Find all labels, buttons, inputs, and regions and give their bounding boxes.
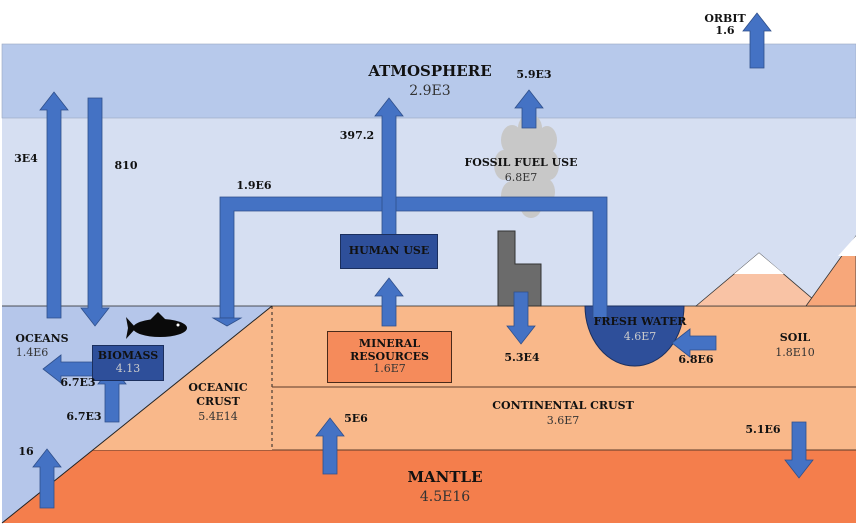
flow-label-crust-to-mantle: 5.1E6 xyxy=(745,423,781,436)
atmosphere-region xyxy=(1,43,856,119)
flow-label-oceans-to-biomass: 6.7E3 xyxy=(66,410,102,423)
fresh-water-to-crust-arrow xyxy=(506,291,536,345)
flow-label-soil-to-freshwater: 6.8E6 xyxy=(678,353,714,366)
biomass-value: 4.13 xyxy=(115,362,141,375)
fresh-water-pond xyxy=(584,305,685,367)
factory-icon xyxy=(497,230,542,307)
mineral-resources-box: MINERAL RESOURCES 1.6E7 xyxy=(327,331,452,383)
atmosphere-to-ocean-arrow xyxy=(80,97,110,327)
continental-crust-label: CONTINENTAL CRUST xyxy=(492,399,634,412)
fresh-water-label: FRESH WATER xyxy=(593,315,687,328)
human-use-box: HUMAN USE xyxy=(340,234,438,269)
atmosphere-value: 2.9E3 xyxy=(409,83,451,99)
human-use-label: HUMAN USE xyxy=(348,244,430,258)
fossil-fuel-value: 6.8E7 xyxy=(504,171,538,184)
mineral-resources-label-1: MINERAL xyxy=(358,337,421,351)
soil-label: SOIL xyxy=(779,331,811,344)
oceans-label: OCEANS xyxy=(15,332,69,345)
biomass-label: BIOMASS xyxy=(97,349,159,363)
atmosphere-label: ATMOSPHERE xyxy=(368,62,492,80)
orbit-value: 1.6 xyxy=(715,24,735,37)
mountain xyxy=(694,252,823,307)
biomass-box: BIOMASS 4.13 xyxy=(92,345,164,381)
flow-label-human-to-atm: 397.2 xyxy=(339,129,375,142)
oceanic-crust-label-1: OCEANIC xyxy=(188,381,248,394)
oceanic-crust-value: 5.4E14 xyxy=(198,410,238,423)
flow-label-fossil-to-atm: 5.9E3 xyxy=(516,68,552,81)
flow-label-freshwater-to-crust: 5.3E4 xyxy=(504,351,540,364)
sky-region xyxy=(2,118,856,308)
fresh-water-value: 4.6E7 xyxy=(623,330,657,343)
fossil-to-atmosphere-arrow xyxy=(514,89,544,129)
mantle-to-oceans-arrow xyxy=(32,448,62,509)
oceans-value: 1.4E6 xyxy=(15,346,49,359)
flow-label-ocean-to-atm: 3E4 xyxy=(14,152,38,165)
flow-label-biomass-to-oceans: 6.7E3 xyxy=(60,376,96,389)
fossil-fuel-label: FOSSIL FUEL USE xyxy=(464,156,578,169)
mantle-region xyxy=(2,450,856,523)
mantle-label: MANTLE xyxy=(407,468,483,486)
orbit-label: ORBIT xyxy=(704,12,746,25)
mantle-value: 4.5E16 xyxy=(419,489,471,505)
mineral-resources-value: 1.6E7 xyxy=(373,362,406,376)
continental-crust-value: 3.6E7 xyxy=(546,414,580,427)
ocean-to-atmosphere-arrow xyxy=(39,91,69,319)
crust-to-mantle-arrow xyxy=(784,421,814,479)
fish-icon xyxy=(126,312,187,339)
soil-value: 1.8E10 xyxy=(775,346,815,359)
mineral-to-human-arrow xyxy=(374,277,404,327)
mineral-resources-label-2: RESOURCES xyxy=(350,349,429,363)
orbit-arrow xyxy=(742,12,772,69)
soil-to-fresh-water-arrow xyxy=(671,328,717,358)
flow-arrows xyxy=(32,12,814,509)
flow-label-water-network: 1.9E6 xyxy=(236,179,272,192)
flow-label-mantle-to-oceans: 16 xyxy=(18,445,34,458)
oceanic-crust-label-2: CRUST xyxy=(196,395,240,408)
human-use-to-atmosphere-arrow xyxy=(374,97,404,237)
mountain-snowcap xyxy=(734,253,784,274)
flow-label-mantle-to-crust: 5E6 xyxy=(344,412,368,425)
mantle-to-crust-arrow xyxy=(315,417,345,475)
flow-label-atm-to-ocean: 810 xyxy=(114,159,138,172)
water-network-arrowhead xyxy=(211,317,243,327)
mountain-right-snowcap xyxy=(838,236,856,256)
